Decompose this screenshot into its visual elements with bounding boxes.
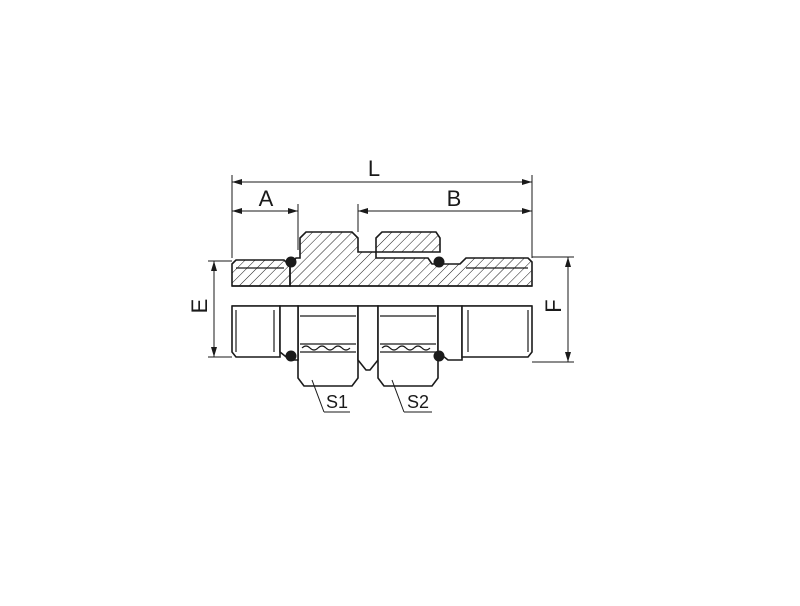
- label-l: L: [368, 156, 380, 181]
- label-b: B: [447, 186, 462, 211]
- o-ring-upper-right: [433, 256, 445, 268]
- fitting-upper-section: [231, 231, 533, 287]
- callout-s2: S2: [391, 379, 432, 413]
- label-a: A: [259, 186, 274, 211]
- label-s1: S1: [326, 392, 348, 412]
- label-f: F: [541, 299, 566, 312]
- label-e: E: [187, 299, 212, 314]
- dimension-l: L: [231, 156, 533, 258]
- dimension-a: A: [232, 186, 299, 250]
- label-s2: S2: [407, 392, 429, 412]
- fitting-lower-section: [231, 305, 533, 387]
- dimension-b: B: [357, 186, 532, 232]
- dimension-f: F: [532, 256, 574, 363]
- dimension-e: E: [187, 260, 232, 358]
- o-ring-upper-left: [285, 256, 297, 268]
- o-ring-lower-right: [433, 350, 445, 362]
- o-ring-lower-left: [285, 350, 297, 362]
- callout-s1: S1: [311, 379, 350, 413]
